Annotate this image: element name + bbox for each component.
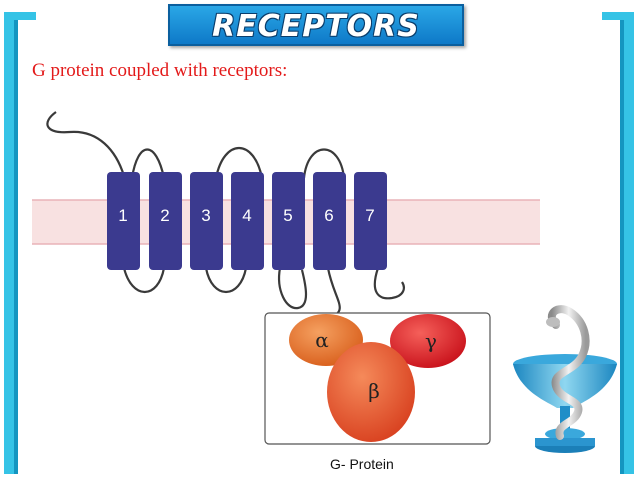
transmembrane-helices xyxy=(107,172,387,270)
g-protein-label: G- Protein xyxy=(330,456,394,472)
helix-3-label: 3 xyxy=(201,206,210,225)
helix-1-label: 1 xyxy=(118,206,127,225)
helix-6 xyxy=(313,172,346,270)
slide-subtitle: G protein coupled with receptors: xyxy=(32,60,288,81)
helix-2-label: 2 xyxy=(160,206,169,225)
helix-5-label: 5 xyxy=(283,206,292,225)
beta-subunit xyxy=(327,342,415,442)
slide-title: RECEPTORS xyxy=(212,9,420,44)
rod-of-asclepius-icon xyxy=(513,305,617,453)
helix-7 xyxy=(354,172,387,270)
helix-4-label: 4 xyxy=(242,206,251,225)
gamma-label: γ xyxy=(425,329,437,353)
helix-2 xyxy=(149,172,182,270)
gamma-subunit xyxy=(390,314,466,368)
helix-5 xyxy=(272,172,305,270)
helix-6-label: 6 xyxy=(324,206,333,225)
title-banner: RECEPTORS xyxy=(168,4,464,46)
helix-4 xyxy=(231,172,264,270)
helix-7-label: 7 xyxy=(365,206,374,225)
helix-3 xyxy=(190,172,223,270)
frame-left-decoration xyxy=(4,12,36,474)
frame-right-decoration xyxy=(602,12,634,474)
alpha-label: α xyxy=(315,328,329,352)
beta-label: β xyxy=(368,379,380,403)
helix-1 xyxy=(107,172,140,270)
